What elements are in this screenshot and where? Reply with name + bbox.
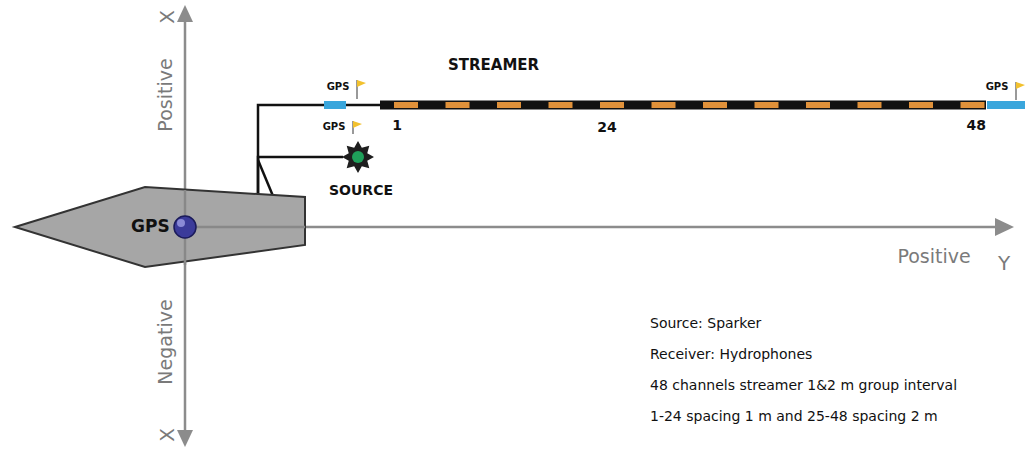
survey-note: Source: Sparker: [650, 315, 761, 331]
gps-flag: [353, 121, 362, 128]
hydrophone-section: [652, 102, 676, 108]
channel-number: 48: [967, 117, 986, 133]
gps-buoy: [987, 101, 1025, 109]
axis-arrowhead: [177, 5, 193, 22]
survey-note: 1-24 spacing 1 m and 25-48 spacing 2 m: [650, 408, 938, 424]
gps-highlight: [177, 219, 185, 227]
tow-brace: [258, 160, 273, 196]
axis-label: X: [156, 428, 179, 442]
source-sparker: SOURCE: [343, 142, 373, 172]
hydrophone-section: [755, 102, 779, 108]
connector-group: [258, 105, 380, 194]
survey-note: 48 channels streamer 1&2 m group interva…: [650, 377, 957, 393]
axis-direction: Negative: [155, 299, 177, 384]
node-label: GPS: [131, 217, 170, 237]
axis-label: X: [156, 10, 179, 24]
axes-group: [177, 5, 1014, 447]
hydrophone-section: [806, 102, 830, 108]
gps-markers: [324, 80, 1025, 134]
survey-note: Receiver: Hydrophones: [650, 346, 812, 362]
axis-direction: Positive: [155, 58, 177, 131]
hydrophone-section: [600, 102, 624, 108]
streamer-cable: STREAMER 1 24 48: [380, 52, 986, 140]
hydrophone-section: [549, 102, 573, 108]
hydrophone-section: [394, 102, 418, 108]
gps-buoy: [324, 101, 346, 109]
tow-line: [258, 105, 380, 194]
axis-direction: Positive: [897, 246, 970, 268]
vessel-hull: [15, 187, 305, 267]
channel-number: 1: [392, 117, 402, 133]
hydrophone-section: [909, 102, 933, 108]
sparker-core: [352, 151, 364, 163]
hydrophone-section: [858, 102, 882, 108]
gps-marker-label: GPS: [323, 121, 346, 133]
gps-flag: [1016, 82, 1025, 89]
hydrophone-section: [497, 102, 521, 108]
streamer-line: [380, 101, 986, 110]
source-sparker-shape: [343, 142, 373, 172]
survey-vessel: GPS: [15, 187, 305, 267]
axis-label: Y: [998, 252, 1010, 275]
sparker-star: [342, 141, 374, 173]
hydrophone-section: [703, 102, 727, 108]
gps-flag: [357, 80, 366, 87]
y-axis: [185, 226, 996, 229]
gps-antenna: [174, 216, 196, 238]
channel-number: 24: [597, 119, 616, 135]
axis-arrowhead: [177, 430, 193, 447]
gps-marker-label: GPS: [986, 81, 1009, 93]
axis-arrowhead: [995, 218, 1014, 236]
node-label: SOURCE: [329, 182, 393, 198]
gps-marker-label: GPS: [327, 81, 350, 93]
hydrophone-section: [961, 102, 985, 108]
hydrophone-section: [446, 102, 470, 108]
y-axis: [185, 226, 305, 229]
node-label: STREAMER: [448, 57, 539, 74]
